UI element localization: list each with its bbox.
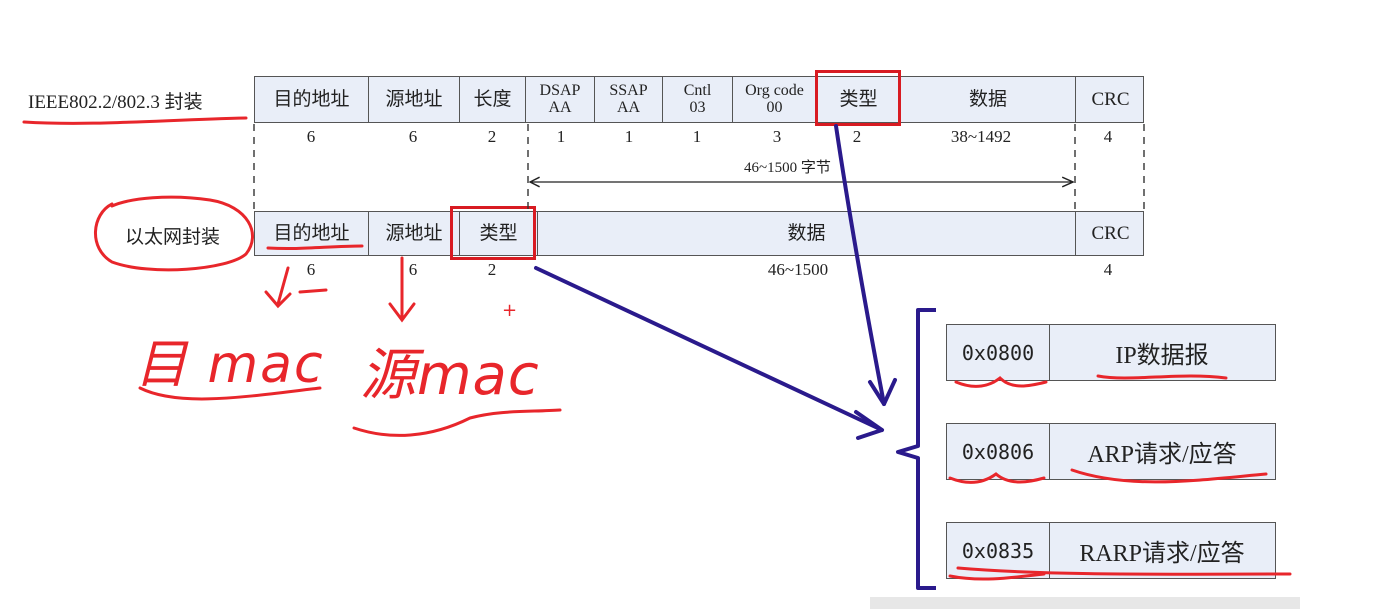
eth-type-highlight [450, 206, 536, 260]
ieee-type-highlight [815, 70, 901, 126]
ieee-size-ssap: 1 [624, 127, 634, 146]
ieee-field-src-addr: 源地址 [369, 77, 460, 122]
eth-size-data: 46~1500 [767, 260, 829, 279]
cntl-label: Cntl [683, 81, 712, 99]
eth-field-dest-addr: 目的地址 [255, 212, 369, 255]
eth-size-dest: 6 [306, 260, 316, 279]
ieee-size-src: 6 [408, 127, 418, 146]
ieee-size-dest: 6 [306, 127, 316, 146]
ethernet-frame: 目的地址 源地址 类型 数据 CRC [254, 211, 1144, 256]
type-desc-ip: IP数据报 [1115, 343, 1209, 369]
bottom-watermark [870, 597, 1300, 609]
ieee-row-label: IEEE802.2/802.3 封装 [28, 92, 203, 113]
byte-span-label: 46~1500 字节 [742, 156, 833, 177]
eth-size-src: 6 [408, 260, 418, 279]
org-code-label: Org code [745, 81, 804, 99]
ieee-size-length: 2 [487, 127, 497, 146]
annotation-dest-mac: 目 mac [135, 335, 325, 395]
ieee-frame: 目的地址 源地址 长度 DSAP AA SSAP AA Cntl 03 Org … [254, 76, 1144, 123]
eth-size-type: 2 [487, 260, 497, 279]
dsap-value: AA [548, 98, 572, 116]
ieee-field-length: 长度 [460, 77, 526, 122]
type-code-rarp: 0x0835 [947, 523, 1050, 578]
eth-field-data: 数据 [538, 212, 1076, 255]
blue-arrows [534, 124, 897, 440]
type-desc-arp: ARP请求/应答 [1087, 442, 1237, 468]
type-code-ip: 0x0800 [947, 325, 1050, 380]
annotation-src-mac: 源mac [360, 343, 540, 408]
type-brace [896, 308, 936, 590]
type-code-arp: 0x0806 [947, 424, 1050, 479]
type-row-arp: 0x0806 ARP请求/应答 [946, 423, 1276, 480]
ieee-size-org: 3 [772, 127, 782, 146]
dsap-label: DSAP [539, 81, 581, 99]
eth-field-src-addr: 源地址 [369, 212, 460, 255]
eth-field-type: 类型 [460, 212, 538, 255]
ssap-value: AA [616, 98, 641, 116]
annotation-plus: + [502, 300, 518, 321]
dashed-guides [253, 124, 1145, 210]
ieee-field-crc: CRC [1091, 88, 1130, 110]
ssap-label: SSAP [609, 81, 648, 99]
ieee-size-cntl: 1 [692, 127, 702, 146]
cntl-value: 03 [689, 98, 706, 116]
org-code-value: 00 [766, 98, 783, 116]
red-ink [22, 116, 1292, 581]
eth-field-crc: CRC [1091, 222, 1130, 244]
ieee-size-dsap: 1 [556, 127, 566, 146]
ieee-size-crc: 4 [1103, 127, 1113, 146]
ieee-size-data: 38~1492 [950, 127, 1012, 146]
ieee-size-type: 2 [852, 127, 862, 146]
ieee-field-data: 数据 [901, 77, 1076, 122]
ethernet-row-label: 以太网封装 [125, 227, 221, 248]
ieee-field-dsap: DSAP AA [526, 77, 595, 122]
ieee-field-dest-addr: 目的地址 [255, 77, 369, 122]
eth-size-crc: 4 [1103, 260, 1113, 279]
ieee-field-ssap: SSAP AA [595, 77, 663, 122]
type-row-ip: 0x0800 IP数据报 [946, 324, 1276, 381]
type-desc-rarp: RARP请求/应答 [1079, 541, 1245, 567]
ieee-field-cntl: Cntl 03 [663, 77, 733, 122]
